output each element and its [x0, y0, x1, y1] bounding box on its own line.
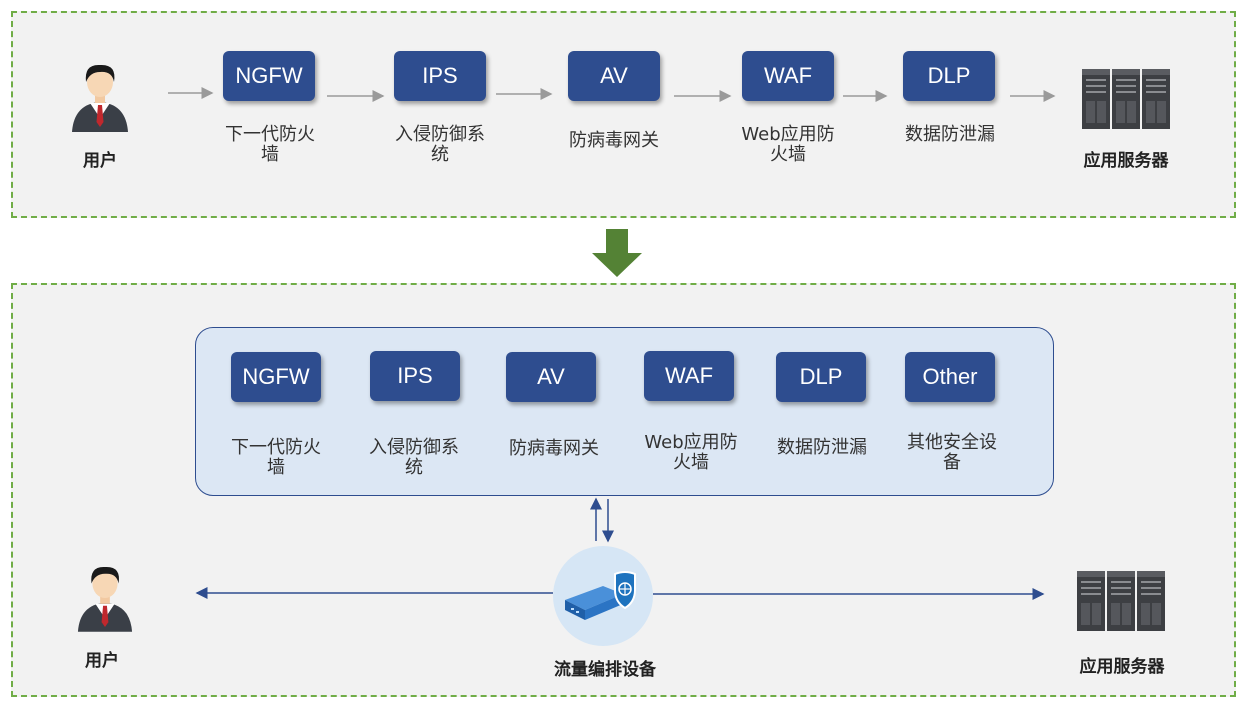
pool-device-ngfw: NGFW [231, 352, 321, 402]
pool-device-ips: IPS [370, 351, 460, 401]
person-icon [70, 60, 130, 137]
pool-caption-av: 防病毒网关 [509, 438, 599, 459]
pool-device-dlp: DLP [776, 352, 866, 402]
pool-device-waf: WAF [644, 351, 734, 401]
top-user-label: 用户 [83, 151, 117, 171]
bottom-server-label: 应用服务器 [1079, 657, 1165, 677]
top-server-label: 应用服务器 [1083, 151, 1169, 171]
pool-caption-ips: 入侵防御系统 [369, 437, 459, 478]
orchestrator-label: 流量编排设备 [554, 660, 656, 680]
top-caption-dlp: 数据防泄漏 [905, 124, 995, 145]
top-caption-ips: 入侵防御系统 [395, 124, 485, 165]
server-rack-icon [1077, 569, 1167, 636]
server-rack-icon [1082, 67, 1172, 134]
pool-caption-dlp: 数据防泄漏 [777, 437, 867, 458]
serial-chain-panel [11, 11, 1236, 218]
down-arrow-icon [592, 229, 642, 282]
person-icon [76, 562, 134, 637]
pool-device-other: Other [905, 352, 995, 402]
top-device-ips: IPS [394, 51, 486, 101]
traffic-orchestration-device-icon [563, 570, 643, 631]
pool-caption-other: 其他安全设备 [907, 432, 997, 473]
top-device-waf: WAF [742, 51, 834, 101]
top-device-av: AV [568, 51, 660, 101]
top-device-ngfw: NGFW [223, 51, 315, 101]
bottom-user-label: 用户 [85, 651, 119, 671]
top-caption-ngfw: 下一代防火墙 [225, 124, 315, 165]
pool-device-av: AV [506, 352, 596, 402]
pool-caption-ngfw: 下一代防火墙 [231, 437, 321, 478]
pool-caption-waf: Web应用防火墙 [644, 432, 738, 473]
top-caption-waf: Web应用防火墙 [741, 124, 835, 165]
top-caption-av: 防病毒网关 [569, 130, 659, 151]
top-device-dlp: DLP [903, 51, 995, 101]
